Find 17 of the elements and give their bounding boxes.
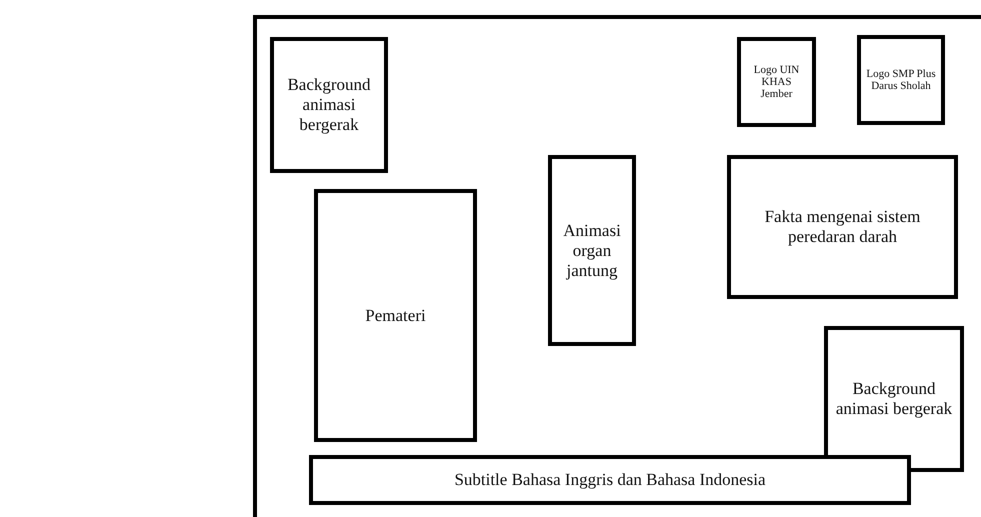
text-box [737, 37, 816, 127]
box-text: Animasi organ jantung [562, 220, 622, 280]
text-box [548, 155, 636, 346]
layout-frame [253, 15, 981, 517]
box-text: Pemateri [365, 306, 426, 326]
box-text: Fakta mengenai sistem peredaran darah [764, 207, 922, 247]
text-box [727, 155, 958, 299]
text-box [314, 189, 477, 442]
box-text: Subtitle Bahasa Inggris dan Bahasa Indonesia [454, 470, 766, 490]
text-box [824, 326, 964, 472]
text-box [309, 455, 911, 505]
text-box [857, 35, 945, 125]
box-text: Background animasi bergerak [286, 75, 372, 135]
box-text: Logo UIN KHAS Jember [752, 64, 800, 100]
text-box [270, 37, 388, 173]
box-text: Background animasi bergerak [834, 379, 954, 419]
box-text: Logo SMP Plus Darus Sholah [865, 68, 937, 92]
